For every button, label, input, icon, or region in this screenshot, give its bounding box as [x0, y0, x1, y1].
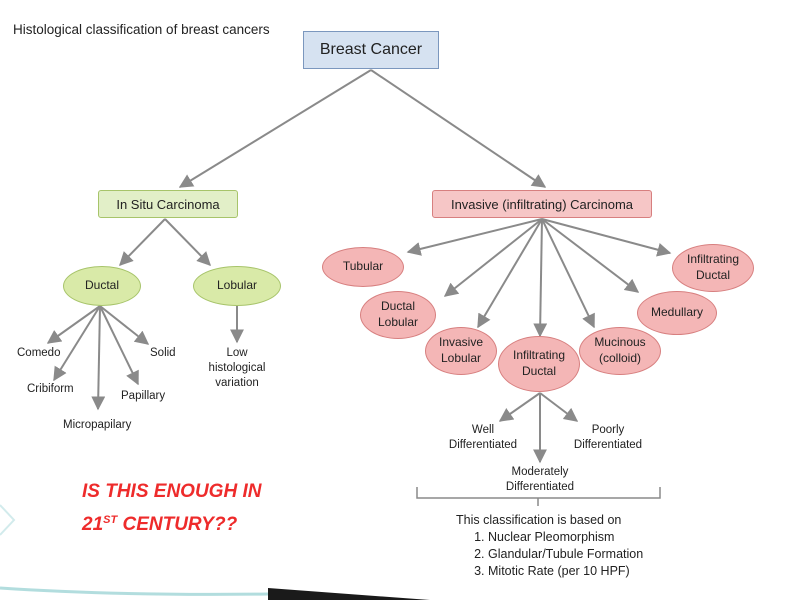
- classification-basis: This classification is based on Nuclear …: [456, 512, 643, 580]
- link-invasive-mucinous: [541, 218, 595, 329]
- link-ductal-micropapilary: [91, 305, 106, 411]
- link-invasive-invasive-lobular: [477, 218, 543, 329]
- diagram-caption: Histological classification of breast ca…: [13, 22, 270, 37]
- ductal-lobular-node: Ductal Lobular: [360, 291, 436, 339]
- link-ductal-solid: [99, 305, 150, 345]
- link-invasive-ductal-lobular: [443, 218, 543, 297]
- tubular-node: Tubular: [322, 247, 404, 287]
- link-ductal-papillary: [99, 305, 139, 386]
- medullary-node: Medullary: [637, 291, 717, 335]
- well-differentiated-label: Well Differentiated: [448, 424, 518, 451]
- infiltrating-ductal-node: Infiltrating Ductal: [498, 336, 580, 392]
- grouping-brace: [416, 487, 661, 506]
- question-line-1: IS THIS ENOUGH IN: [82, 481, 262, 502]
- link-insitu-lobular: [164, 218, 211, 267]
- basis-item: Mitotic Rate (per 10 HPF): [488, 563, 643, 580]
- in-situ-carcinoma-node: In Situ Carcinoma: [98, 190, 238, 218]
- link-invasive-infiltrating-ductal: [533, 218, 548, 338]
- link-root-invasive: [370, 69, 547, 188]
- cribiform-label: Cribiform: [27, 383, 74, 395]
- link-ductal-comedo: [46, 305, 101, 344]
- link-grade-well: [498, 392, 541, 422]
- basis-item: Glandular/Tubule Formation: [488, 546, 643, 563]
- century-question: IS THIS ENOUGH IN 21ST CENTURY??: [82, 478, 261, 539]
- basis-intro: This classification is based on: [456, 513, 622, 527]
- breast-cancer-node: Breast Cancer: [303, 31, 439, 69]
- moderately-differentiated-label: Moderately Differentiated: [505, 466, 575, 493]
- basis-list: Nuclear Pleomorphism Glandular/Tubule Fo…: [456, 529, 643, 580]
- link-grade-poorly: [539, 392, 579, 422]
- link-invasive-infiltrating-ductal-right: [541, 218, 672, 257]
- basis-item: Nuclear Pleomorphism: [488, 529, 643, 546]
- invasive-carcinoma-node: Invasive (infiltrating) Carcinoma: [432, 190, 652, 218]
- ductal-in-situ-node: Ductal: [63, 266, 141, 306]
- micropapilary-label: Micropapilary: [63, 419, 132, 431]
- lobular-in-situ-node: Lobular: [193, 266, 281, 306]
- infiltrating-ductal-right-node: Infiltrating Ductal: [672, 244, 754, 292]
- papillary-label: Papillary: [121, 390, 166, 402]
- slide-decoration: [268, 588, 430, 600]
- poorly-differentiated-label: Poorly Differentiated: [573, 424, 643, 451]
- solid-label: Solid: [150, 347, 176, 359]
- invasive-lobular-node: Invasive Lobular: [425, 327, 497, 375]
- link-invasive-medullary: [541, 218, 640, 293]
- link-ductal-cribiform: [53, 305, 101, 382]
- link-root-insitu: [178, 69, 372, 188]
- question-line-2: 21ST CENTURY??: [82, 514, 238, 535]
- link-invasive-tubular: [406, 218, 543, 256]
- lobular-note-label: Low histological variation: [208, 347, 266, 389]
- mucinous-node: Mucinous (colloid): [579, 327, 661, 375]
- link-insitu-ductal: [119, 218, 166, 267]
- comedo-label: Comedo: [17, 347, 61, 359]
